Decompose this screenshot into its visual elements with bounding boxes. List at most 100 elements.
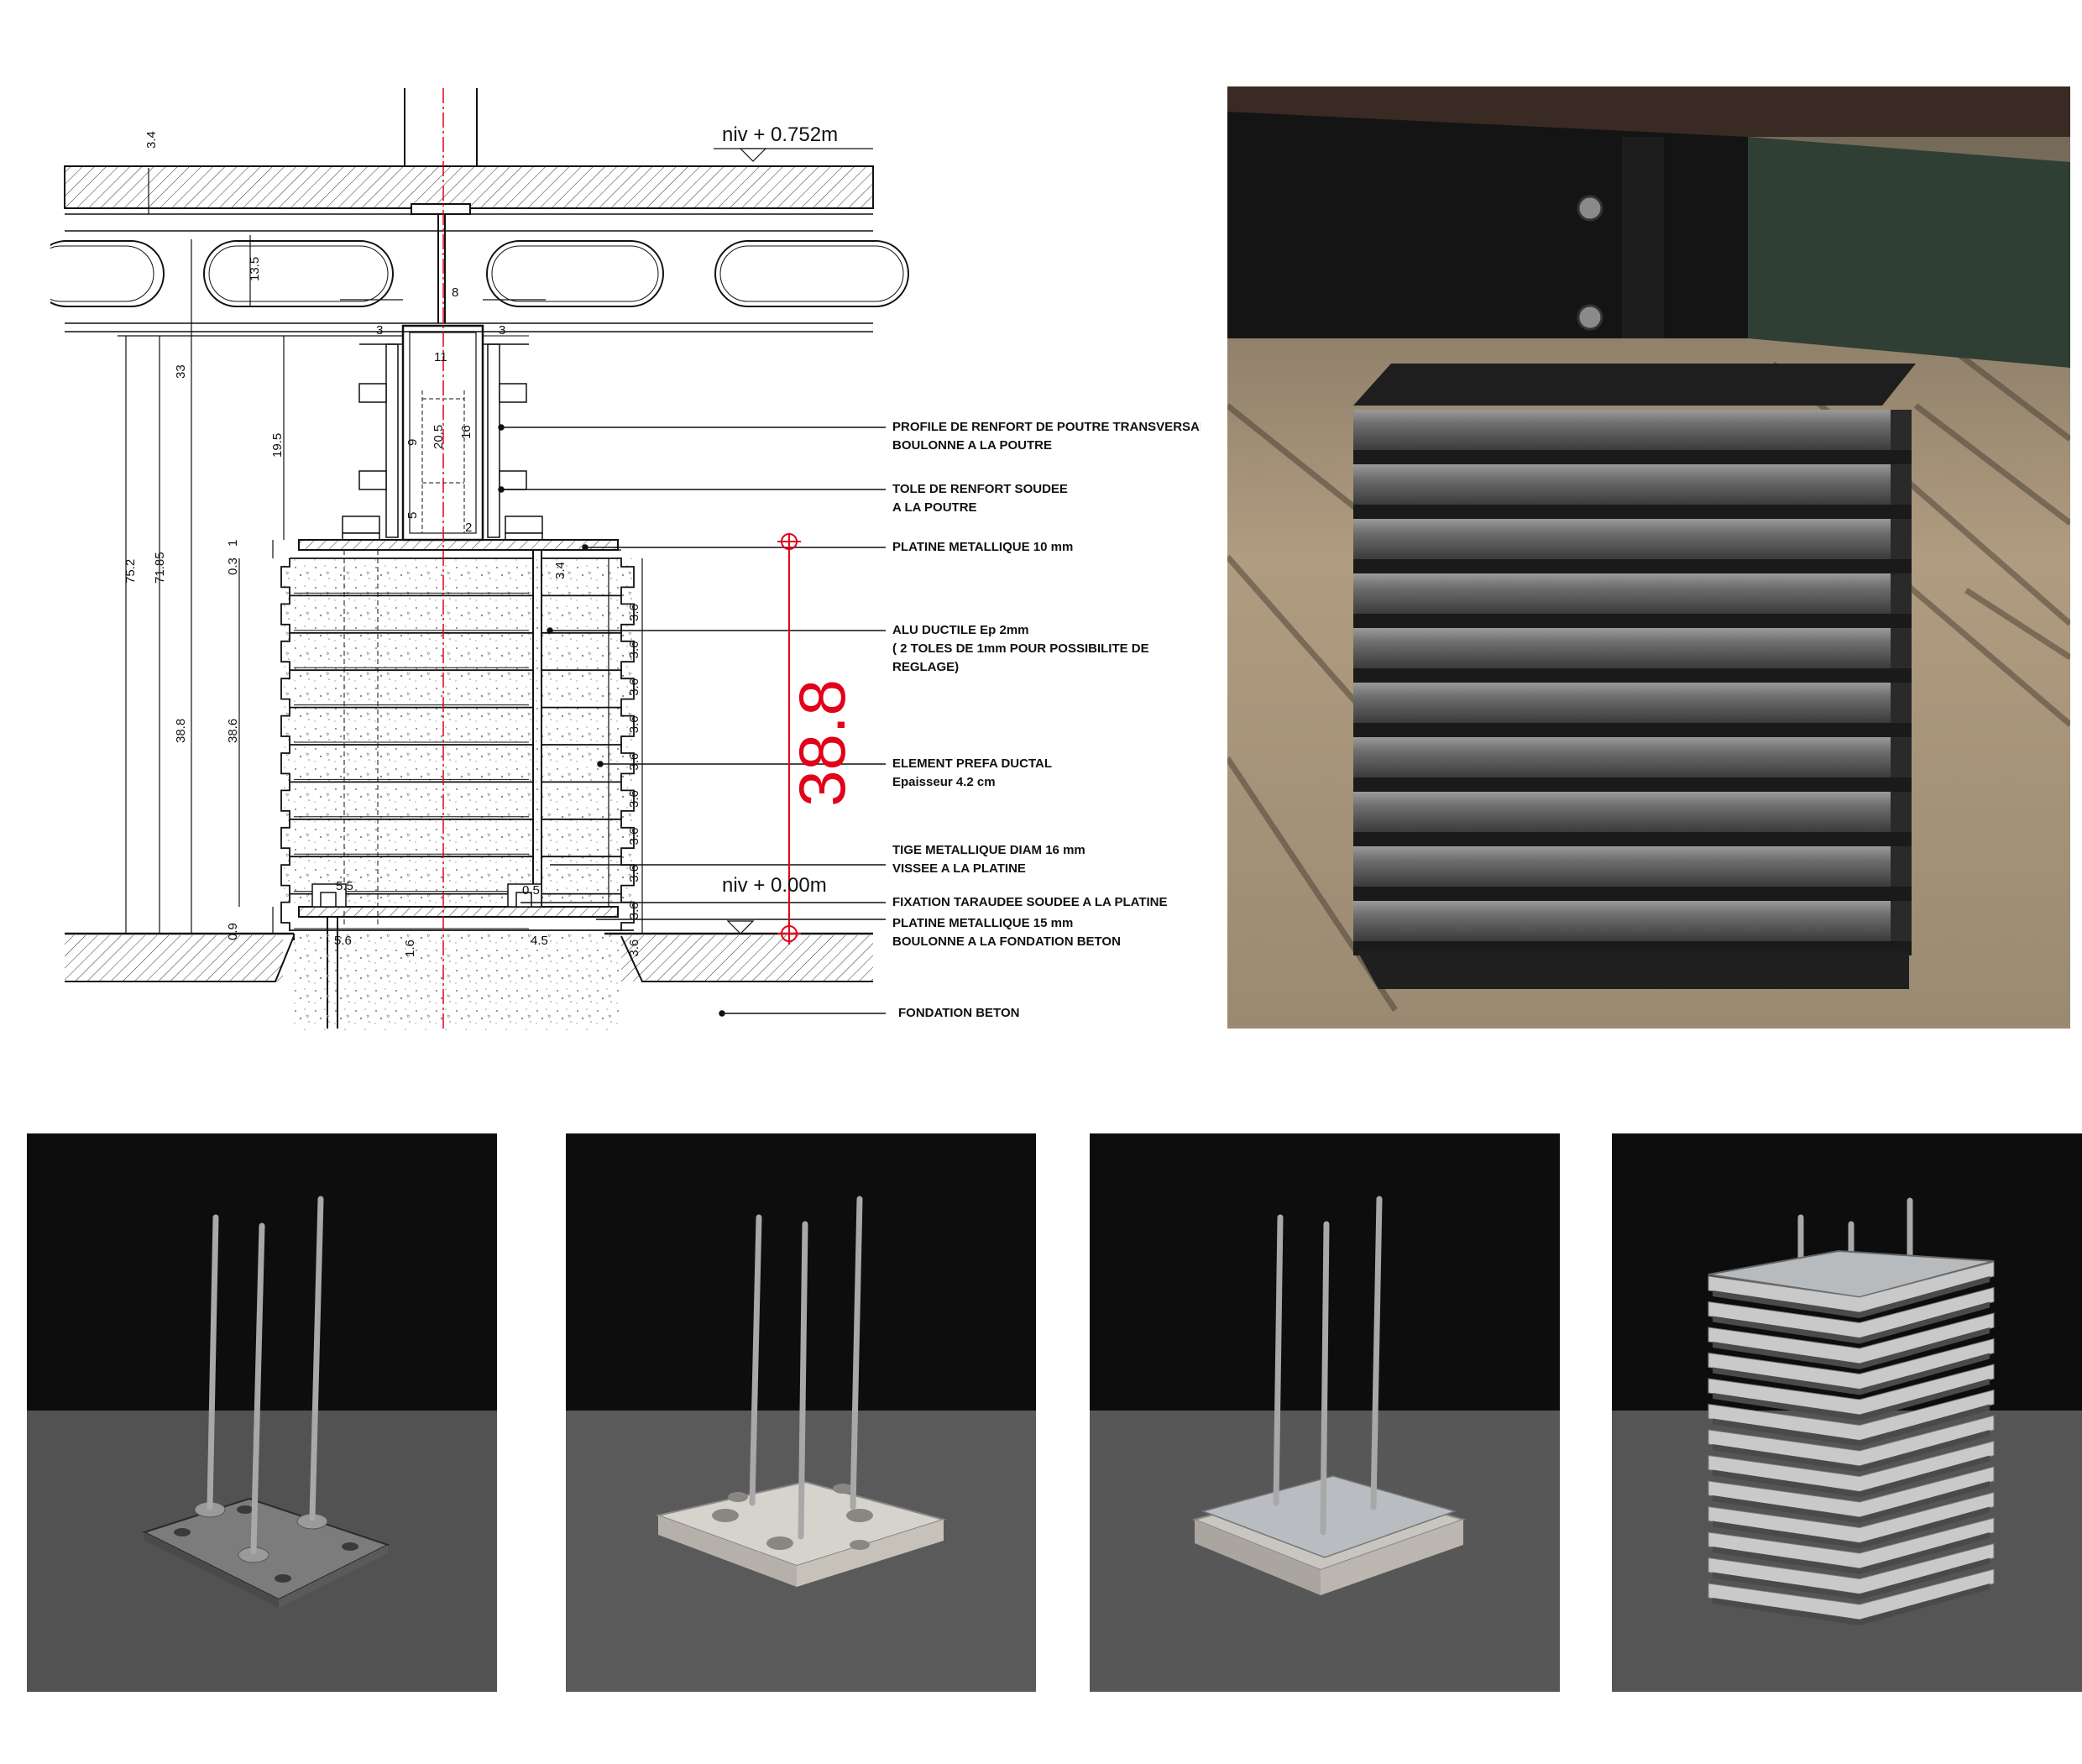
right-dimension-lines <box>554 549 643 934</box>
upper-post <box>404 88 478 323</box>
photo-step-1-svg <box>27 1133 497 1692</box>
footing-slat <box>1353 519 1912 559</box>
svg-text:3.4: 3.4 <box>553 562 568 579</box>
svg-text:38.8: 38.8 <box>174 719 188 743</box>
stack-slat <box>1708 1568 1995 1620</box>
svg-text:20.5: 20.5 <box>432 425 446 449</box>
left-dimension-lines <box>118 168 546 934</box>
stack-slat <box>1708 1337 1995 1390</box>
step-dimension-text: 3.6 <box>627 678 641 696</box>
transverse-beam <box>50 230 909 332</box>
stack-slat <box>1708 1466 1995 1518</box>
svg-text:11: 11 <box>434 350 447 364</box>
label-profile-1: PROFILE DE RENFORT DE POUTRE TRANSVERSAL… <box>892 420 1201 434</box>
photo-installed-footing-svg <box>1227 86 2070 1029</box>
svg-text:1.6: 1.6 <box>403 940 417 957</box>
label-ductal-2: Epaisseur 4.2 cm <box>892 775 996 789</box>
label-platine-15-2: BOULONNE A LA FONDATION BETON <box>892 934 1121 949</box>
svg-text:16: 16 <box>459 425 473 439</box>
ductal-stack <box>280 550 635 931</box>
stack-slat <box>1708 1364 1995 1416</box>
section-drawing-svg: 38.8 niv + 0.752m niv + 0.00m 3.4 13.5 8… <box>50 88 1201 1030</box>
svg-text:0.3: 0.3 <box>226 557 240 575</box>
label-platine-10: PLATINE METALLIQUE 10 mm <box>892 540 1073 554</box>
stack-slat <box>1708 1312 1995 1364</box>
photo-step-3-alu-plate <box>1090 1133 1560 1692</box>
footing-slat <box>1353 792 1912 832</box>
label-alu-2: ( 2 TOLES DE 1mm POUR POSSIBILITE DE <box>892 641 1149 656</box>
label-tige-2: VISSEE A LA PLATINE <box>892 861 1026 876</box>
photo-installed-footing <box>1227 86 2070 1029</box>
svg-text:0.9: 0.9 <box>226 923 240 940</box>
stack-slat <box>1708 1389 1995 1442</box>
svg-text:19.5: 19.5 <box>270 433 285 458</box>
footing-slat <box>1353 846 1912 887</box>
level-marker-bottom: niv + 0.00m <box>722 874 827 934</box>
step-dimension-text: 3.6 <box>627 828 641 845</box>
photo-step-2-first-element <box>566 1133 1036 1692</box>
photo-step-1-base-plate <box>27 1133 497 1692</box>
stack-slat <box>1708 1286 1995 1339</box>
stack-slat <box>1708 1542 1995 1595</box>
footing-slat <box>1353 464 1912 505</box>
svg-text:5: 5 <box>405 512 420 519</box>
svg-text:8: 8 <box>452 285 458 300</box>
red-dimension-value: 38.8 <box>785 679 859 807</box>
step-dimension-text: 3.6 <box>627 604 641 621</box>
label-fixation: FIXATION TARAUDEE SOUDEE A LA PLATINE <box>892 895 1168 909</box>
svg-text:1: 1 <box>226 540 240 547</box>
photo-step-4-svg <box>1612 1133 2082 1692</box>
photo-step-4-complete-stack <box>1612 1133 2082 1692</box>
red-dimension <box>777 533 801 945</box>
ground <box>65 932 873 1030</box>
svg-text:75.2: 75.2 <box>123 559 138 584</box>
svg-text:niv + 0.752m: niv + 0.752m <box>722 123 838 146</box>
level-marker-top: niv + 0.752m <box>714 123 873 162</box>
svg-text:2: 2 <box>465 521 472 535</box>
svg-text:3: 3 <box>499 323 505 338</box>
step-dimension-text: 3.6 <box>627 753 641 771</box>
step-dimension-text: 3.6 <box>627 641 641 659</box>
step-dimension-text: 3.6 <box>627 902 641 919</box>
svg-text:13.5: 13.5 <box>248 257 262 281</box>
stack-slat <box>1708 1517 1995 1569</box>
label-platine-15-1: PLATINE METALLIQUE 15 mm <box>892 916 1073 930</box>
svg-text:niv + 0.00m: niv + 0.00m <box>722 874 827 897</box>
footing-slat <box>1353 737 1912 777</box>
label-alu-1: ALU DUCTILE Ep 2mm <box>892 623 1029 637</box>
footing-slat <box>1353 901 1912 941</box>
callout-labels: PROFILE DE RENFORT DE POUTRE TRANSVERSAL… <box>892 420 1201 1020</box>
top-deck <box>64 165 874 215</box>
footing-slat <box>1353 410 1912 450</box>
svg-text:4.5: 4.5 <box>531 934 548 948</box>
footing-slat <box>1353 683 1912 723</box>
dimension-texts: 3.4 13.5 8 3 3 11 33 19.5 9 20.5 16 5 2 … <box>123 131 568 957</box>
leader-lines <box>498 424 886 1017</box>
label-tige-1: TIGE METALLIQUE DIAM 16 mm <box>892 843 1085 857</box>
section-drawing: 38.8 niv + 0.752m niv + 0.00m 3.4 13.5 8… <box>50 80 1201 1037</box>
step-dimensions: 3.6 3.6 3.6 3.6 3.6 3.6 3.6 3.6 3.6 3.6 <box>627 604 641 956</box>
svg-text:5.6: 5.6 <box>334 934 352 948</box>
step-dimension-text: 3.6 <box>627 940 641 957</box>
stack-slat <box>1708 1440 1995 1493</box>
label-ductal-1: ELEMENT PREFA DUCTAL <box>892 756 1052 771</box>
label-tole-1: TOLE DE RENFORT SOUDEE <box>892 482 1068 496</box>
svg-text:3: 3 <box>376 323 383 338</box>
footing-slat <box>1353 628 1912 668</box>
svg-text:0.5: 0.5 <box>522 883 540 898</box>
photo-step-2-svg <box>566 1133 1036 1692</box>
step-dimension-text: 3.6 <box>627 865 641 882</box>
label-tole-2: A LA POUTRE <box>892 500 977 515</box>
bottom-plate <box>298 883 619 1029</box>
label-alu-3: REGLAGE) <box>892 660 959 674</box>
photo-step-3-svg <box>1090 1133 1560 1692</box>
svg-text:38.6: 38.6 <box>226 719 240 743</box>
footing-slat <box>1353 573 1912 614</box>
svg-text:71.85: 71.85 <box>153 552 167 584</box>
step-dimension-text: 3.6 <box>627 790 641 808</box>
svg-text:33: 33 <box>174 364 188 379</box>
svg-text:3.4: 3.4 <box>144 131 159 149</box>
step-dimension-text: 3.6 <box>627 715 641 733</box>
svg-text:9: 9 <box>405 439 420 446</box>
svg-text:5.5: 5.5 <box>336 879 353 893</box>
